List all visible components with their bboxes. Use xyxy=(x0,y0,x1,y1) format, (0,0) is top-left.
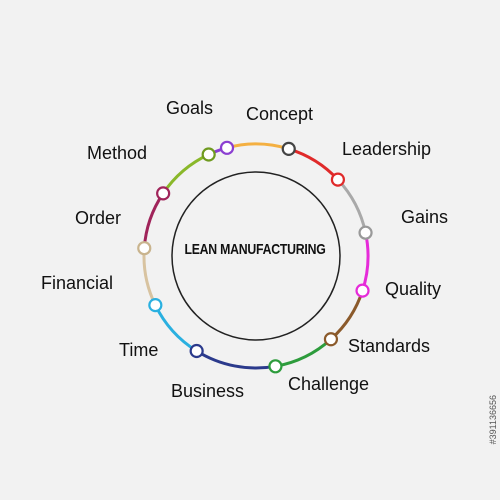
node-concept xyxy=(281,141,296,156)
node-leadership xyxy=(330,172,346,187)
label-business: Business xyxy=(171,381,245,401)
label-challenge: Challenge xyxy=(288,374,370,394)
node-business xyxy=(189,343,204,359)
label-leadership: Leadership xyxy=(342,139,432,159)
label-concept: Concept xyxy=(246,104,314,124)
ring-arc-time xyxy=(153,304,198,353)
ring-arc-order xyxy=(142,192,165,249)
node-goals xyxy=(219,140,235,155)
node-quality xyxy=(355,283,370,298)
center-title: LEAN MANUFACTURING xyxy=(184,241,326,258)
node-standards xyxy=(323,332,339,347)
label-standards: Standards xyxy=(348,336,431,356)
label-method: Method xyxy=(87,143,148,163)
node-order xyxy=(156,186,171,201)
ring-arc-business xyxy=(195,349,276,370)
ring-nodes xyxy=(137,140,373,374)
node-gains xyxy=(358,225,373,240)
ring-arc-method xyxy=(161,153,210,195)
label-quality: Quality xyxy=(385,279,442,299)
ring-arc-financial xyxy=(142,248,157,306)
center-circle xyxy=(171,171,341,341)
label-order: Order xyxy=(75,208,122,228)
node-challenge xyxy=(268,359,283,374)
stock-id-strip: #391136656 xyxy=(488,395,498,445)
label-time: Time xyxy=(119,340,159,360)
ring-arc-leadership xyxy=(288,147,340,181)
ring-arc-gains xyxy=(336,178,368,234)
node-method xyxy=(201,147,216,162)
node-financial xyxy=(137,241,152,256)
ring-arc-standards xyxy=(329,290,364,341)
label-goals: Goals xyxy=(166,98,214,118)
ring-arc-concept xyxy=(226,142,290,151)
label-financial: Financial xyxy=(41,273,114,293)
ring-arc-quality xyxy=(361,232,370,292)
ring-arc-challenge xyxy=(275,338,332,368)
label-gains: Gains xyxy=(401,207,449,227)
node-time xyxy=(148,298,163,313)
